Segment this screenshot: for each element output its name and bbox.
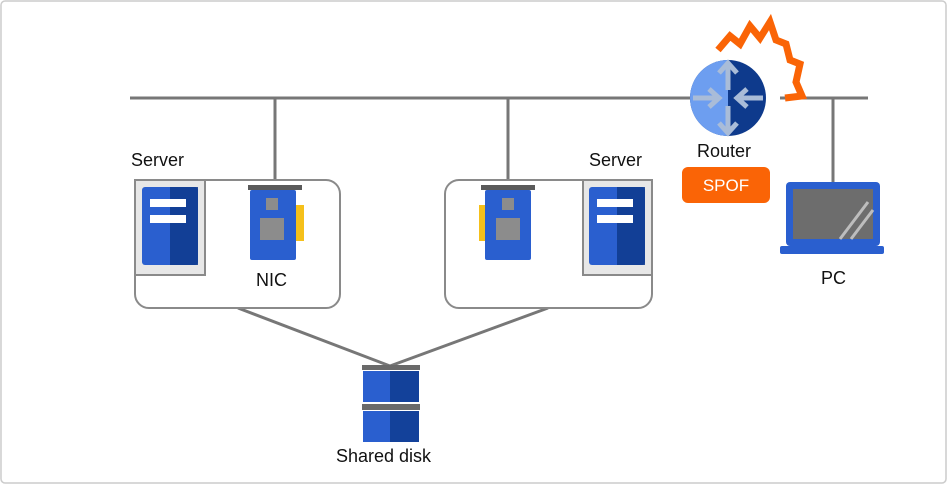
shared-disk-label: Shared disk [336, 446, 432, 466]
server-right-label: Server [589, 150, 642, 170]
router-label: Router [697, 141, 751, 161]
spof-badge: SPOF [682, 167, 770, 203]
router-icon [690, 59, 766, 137]
nic-icon [248, 185, 304, 260]
nic-label: NIC [256, 270, 287, 290]
server-icon [142, 187, 198, 265]
spof-label: SPOF [703, 176, 749, 195]
disk-icon [362, 365, 420, 442]
lightning-icon [715, 13, 808, 102]
server-left-label: Server [131, 150, 184, 170]
nic-icon [479, 185, 535, 260]
server-icon [589, 187, 645, 265]
pc-label: PC [821, 268, 846, 288]
server-node-left [134, 179, 341, 309]
server-node-right [444, 179, 653, 309]
disk-connections [237, 306, 549, 368]
laptop-icon [780, 182, 884, 254]
